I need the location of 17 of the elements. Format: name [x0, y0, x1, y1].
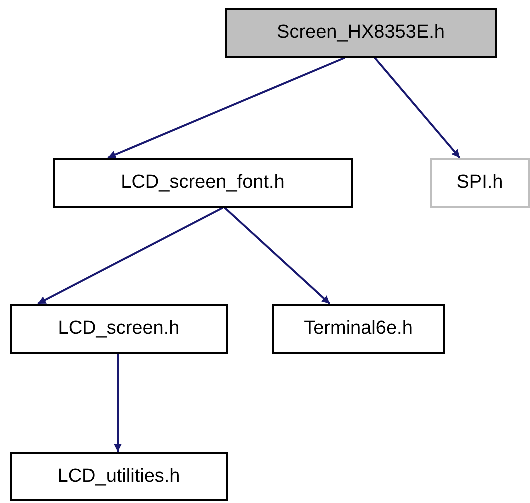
- arrow: [374, 57, 461, 159]
- arrow: [108, 57, 346, 159]
- file-box: [272, 304, 445, 354]
- arrow: [114, 354, 122, 452]
- file-box: [225, 8, 497, 58]
- file-name: SPI.h: [456, 172, 504, 194]
- file-name: Terminal6e.h: [304, 318, 413, 340]
- file-box: [430, 158, 530, 208]
- file-name: Screen_HX8353E.h: [277, 22, 445, 44]
- arrow: [38, 207, 224, 305]
- file-box: [53, 158, 353, 208]
- file-box: [10, 452, 228, 501]
- arrow: [224, 207, 331, 305]
- file-name: LCD_screen.h: [58, 318, 180, 340]
- file-name: LCD_screen_font.h: [121, 172, 285, 194]
- file-name: LCD_utilities.h: [58, 466, 180, 488]
- file-box: [10, 304, 228, 354]
